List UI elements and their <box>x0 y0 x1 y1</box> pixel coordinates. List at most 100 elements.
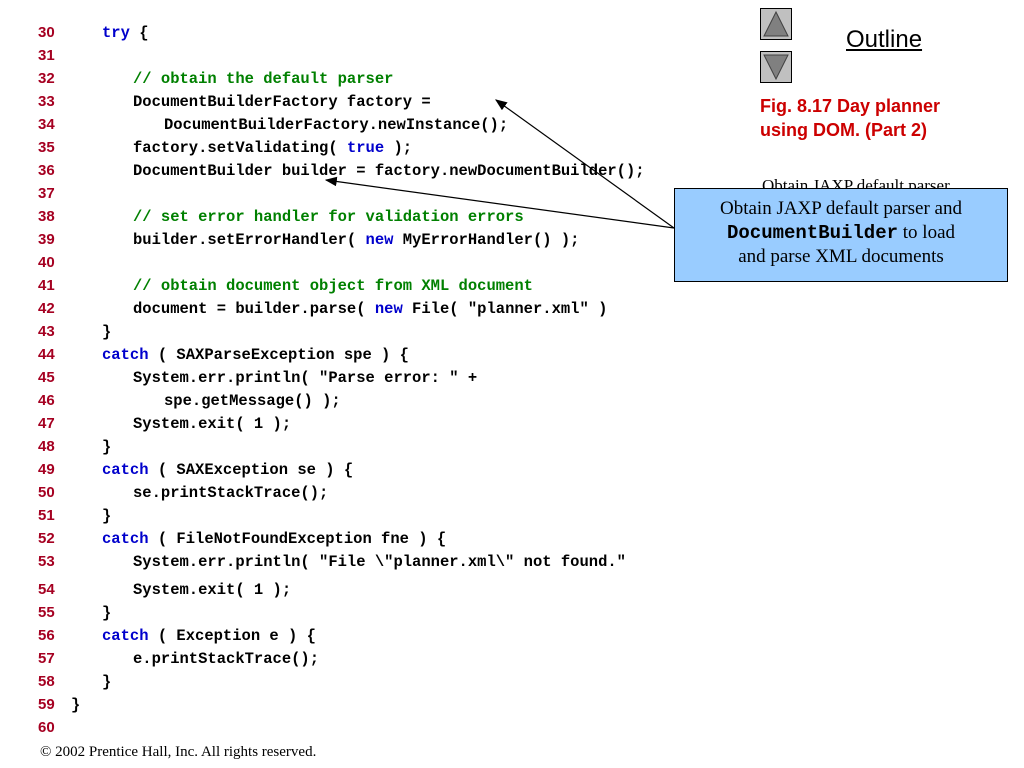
code-line: } <box>102 604 111 622</box>
line-number: 33 <box>38 93 55 110</box>
arrow-to-builder <box>324 176 675 229</box>
code-keyword: new <box>365 231 394 249</box>
code-line: System.err.println( "File \"planner.xml\… <box>133 553 626 571</box>
code-text: System.err.println( "File \"planner.xml\… <box>133 553 626 571</box>
line-number: 56 <box>38 627 55 644</box>
code-line: // set error handler for validation erro… <box>133 208 524 226</box>
line-number: 35 <box>38 139 55 156</box>
code-line: } <box>102 438 111 456</box>
code-text: ( FileNotFoundException fne ) { <box>148 530 447 548</box>
code-text: } <box>71 696 81 714</box>
code-text: MyErrorHandler() ); <box>393 231 580 249</box>
line-number: 37 <box>38 185 55 202</box>
line-number: 57 <box>38 650 55 667</box>
line-number: 51 <box>38 507 55 524</box>
code-keyword: catch <box>102 461 149 479</box>
code-line: catch ( SAXException se ) { <box>102 461 353 479</box>
code-text: } <box>102 323 112 341</box>
line-number: 36 <box>38 162 55 179</box>
next-slide-button[interactable] <box>760 51 792 83</box>
code-text: File( "planner.xml" ) <box>402 300 608 318</box>
code-text: } <box>102 438 112 456</box>
line-number: 32 <box>38 70 55 87</box>
code-text: e.printStackTrace(); <box>133 650 320 668</box>
code-line: try { <box>102 24 149 42</box>
code-text: { <box>129 24 149 42</box>
callout-line-2-text: to load <box>898 222 956 243</box>
line-number: 38 <box>38 208 55 225</box>
callout-line-2: DocumentBuilder to load <box>675 221 1007 245</box>
code-text: spe.getMessage() ); <box>164 392 341 410</box>
line-number: 55 <box>38 604 55 621</box>
line-number: 59 <box>38 696 55 713</box>
triangle-down-icon <box>763 54 789 81</box>
code-keyword: new <box>374 300 403 318</box>
line-number: 39 <box>38 231 55 248</box>
code-line: catch ( Exception e ) { <box>102 627 316 645</box>
background-annotation-text: Obtain JAXP default parser <box>762 176 950 190</box>
line-number: 58 <box>38 673 55 690</box>
code-line: e.printStackTrace(); <box>133 650 319 668</box>
code-text: document = builder.parse( <box>133 300 375 318</box>
outline-link[interactable]: Outline <box>846 26 923 53</box>
code-text: System.exit( 1 ); <box>133 415 292 433</box>
line-number: 46 <box>38 392 55 409</box>
code-line: // obtain document object from XML docum… <box>133 277 533 295</box>
code-line: spe.getMessage() ); <box>164 392 341 410</box>
line-number: 43 <box>38 323 55 340</box>
code-line: builder.setErrorHandler( new MyErrorHand… <box>133 231 579 249</box>
code-keyword: catch <box>102 346 149 364</box>
callout-line-3: and parse XML documents <box>738 246 944 267</box>
line-number: 40 <box>38 254 55 271</box>
code-line: se.printStackTrace(); <box>133 484 328 502</box>
copyright-footer: © 2002 Prentice Hall, Inc. All rights re… <box>40 744 317 760</box>
code-text: builder.setErrorHandler( <box>133 231 366 249</box>
code-comment: // set error handler for validation erro… <box>133 208 524 226</box>
triangle-up-icon <box>763 10 789 37</box>
code-text: DocumentBuilderFactory factory = <box>133 93 431 111</box>
code-text: DocumentBuilderFactory.newInstance(); <box>164 116 509 134</box>
code-line: } <box>102 673 111 691</box>
line-number: 30 <box>38 24 55 41</box>
code-text: } <box>102 673 112 691</box>
code-text: } <box>102 507 112 525</box>
line-number: 49 <box>38 461 55 478</box>
line-number: 31 <box>38 47 55 64</box>
callout-line-1: Obtain JAXP default parser and <box>719 198 962 219</box>
code-text: System.exit( 1 ); <box>133 581 292 599</box>
previous-slide-button[interactable] <box>760 8 792 40</box>
line-number: 48 <box>38 438 55 455</box>
line-number: 52 <box>38 530 55 547</box>
code-text: DocumentBuilder builder = factory.newDoc… <box>133 162 645 180</box>
code-line: catch ( SAXParseException spe ) { <box>102 346 409 364</box>
code-keyword: catch <box>102 627 149 645</box>
code-keyword: try <box>102 24 130 42</box>
code-line: DocumentBuilderFactory factory = <box>133 93 431 111</box>
code-text: ( Exception e ) { <box>148 627 316 645</box>
code-line: DocumentBuilder builder = factory.newDoc… <box>133 162 645 180</box>
line-number: 53 <box>38 553 55 570</box>
code-text: ( SAXException se ) { <box>148 461 354 479</box>
line-number: 60 <box>38 719 55 736</box>
code-line: } <box>102 323 111 341</box>
code-line: document = builder.parse( new File( "pla… <box>133 300 607 318</box>
arrow-to-factory <box>495 99 675 229</box>
code-line: } <box>102 507 111 525</box>
line-number: 47 <box>38 415 55 432</box>
code-text: System.err.println( "Parse error: " + <box>133 369 478 387</box>
code-keyword: catch <box>102 530 149 548</box>
code-line: factory.setValidating( true ); <box>133 139 412 157</box>
code-line: System.exit( 1 ); <box>133 581 291 599</box>
code-line: System.err.println( "Parse error: " + <box>133 369 477 387</box>
line-number: 54 <box>38 581 55 598</box>
code-text: se.printStackTrace(); <box>133 484 329 502</box>
code-line: catch ( FileNotFoundException fne ) { <box>102 530 446 548</box>
code-comment: // obtain the default parser <box>133 70 394 88</box>
code-text: } <box>102 604 112 622</box>
code-line: // obtain the default parser <box>133 70 393 88</box>
callout-code: DocumentBuilder <box>726 222 899 244</box>
code-line: } <box>71 696 80 714</box>
code-line: System.exit( 1 ); <box>133 415 291 433</box>
